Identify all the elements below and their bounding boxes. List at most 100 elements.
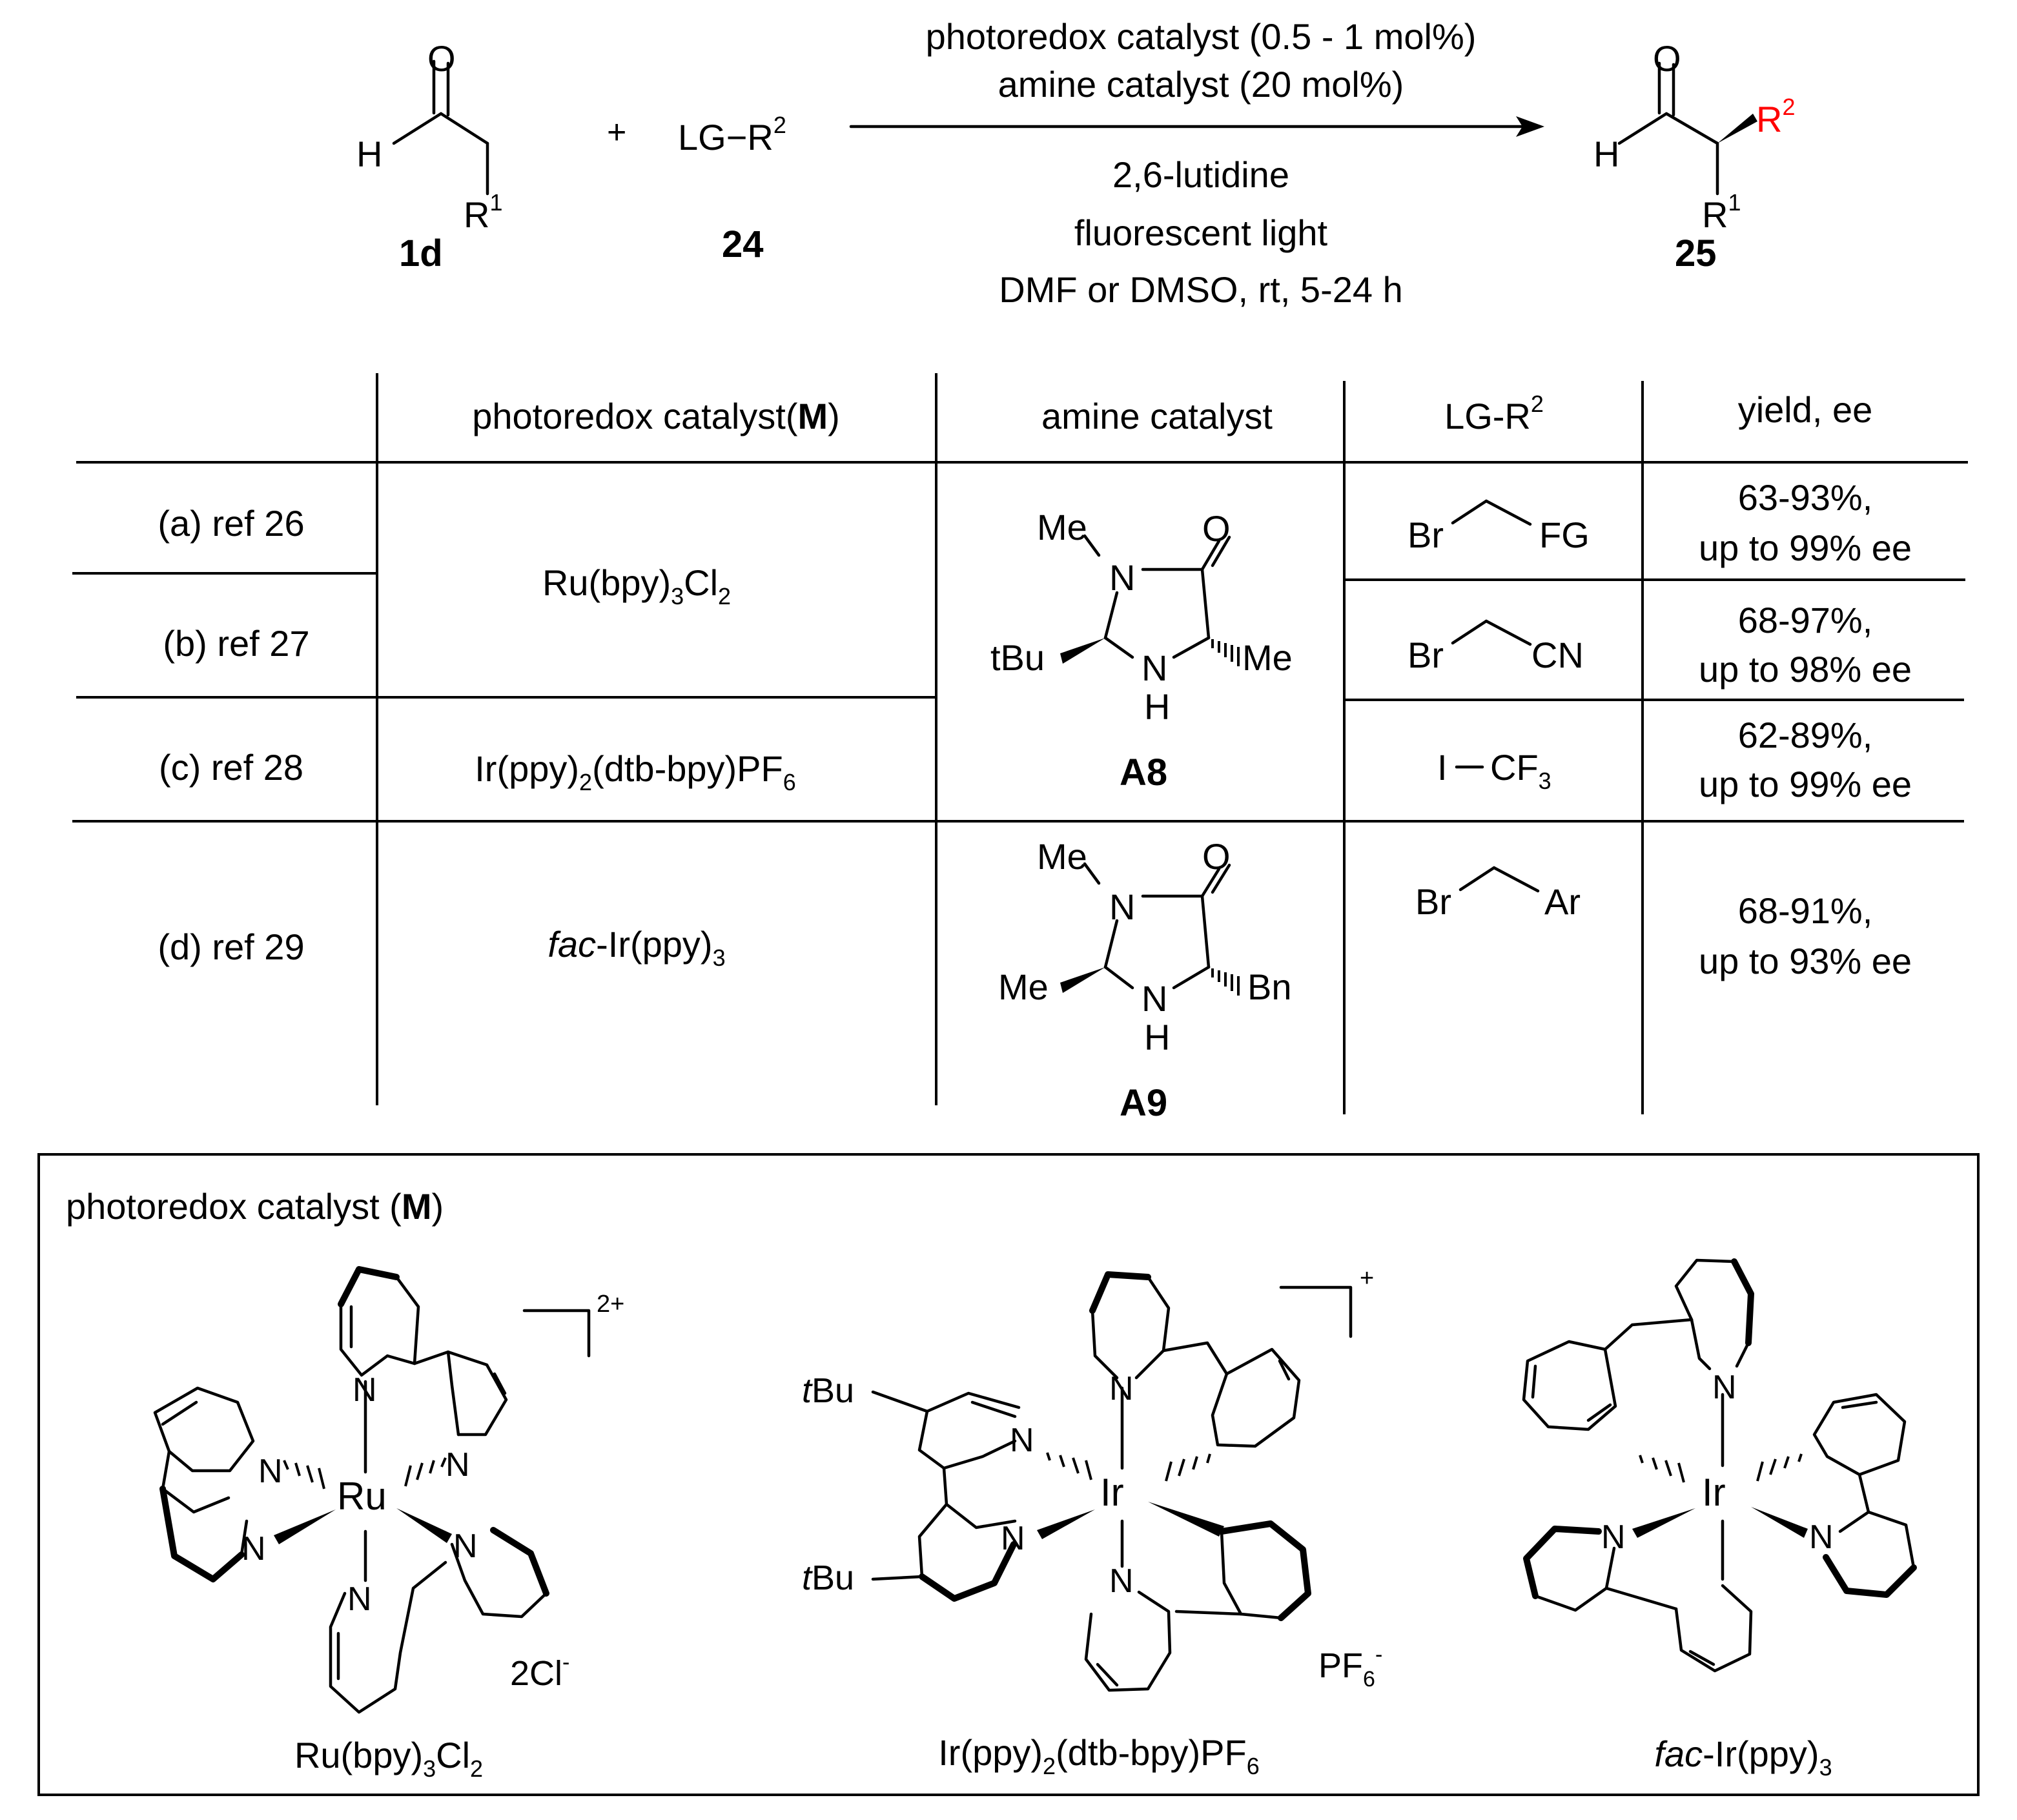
yield-c-line1: 62-89%, (1738, 715, 1873, 755)
hash-bonds-ru (283, 1457, 447, 1489)
ru-n-left-upper: N (258, 1453, 283, 1490)
reactant-aldehyde-1d: O H R1 1d (356, 38, 502, 274)
reaction-arrow (849, 116, 1544, 137)
conditions-table (72, 373, 1968, 1114)
ir-charge: + (1360, 1265, 1374, 1292)
carbonyl-oxygen: O (427, 38, 456, 79)
yield-a-line2: up to 99% ee (1699, 527, 1912, 568)
ru-n-left-lower: N (241, 1530, 266, 1568)
fac-metal-center: Ir (1702, 1471, 1726, 1514)
amine-structure-A8: Me N O tBu Me N H A8 (990, 507, 1293, 793)
product-r2-substituent: R2 (1756, 94, 1795, 139)
a9-benzyl: Bn (1247, 966, 1292, 1007)
ru-counterion: 2Cl- (510, 1650, 569, 1693)
row-ref-a: (a) ref 26 (158, 503, 304, 544)
box-title: photoredox catalyst (M) (66, 1186, 444, 1227)
a9-nitrogen-1: N (1109, 886, 1135, 927)
svg-text:Br: Br (1408, 515, 1444, 555)
svg-text:Br: Br (1408, 635, 1444, 675)
a8-methyl: Me (1242, 637, 1293, 678)
plus-sign: + (607, 114, 626, 151)
ir-n-bpy-lower: N (1001, 1520, 1025, 1557)
header-photoredox-catalyst: photoredox catalyst(M) (472, 396, 840, 436)
header-yield-ee: yield, ee (1738, 389, 1873, 430)
compound-label-25: 25 (1675, 232, 1717, 274)
fac-n-right: N (1809, 1518, 1834, 1556)
yield-d-line1: 68-91%, (1738, 890, 1873, 931)
product-carbonyl-oxygen: O (1653, 38, 1681, 79)
compound-label-1d: 1d (399, 232, 443, 274)
condition-light: fluorescent light (1074, 212, 1328, 253)
ru-bpy-complex-structure: Ru N N N N N N 2+ 2Cl- Ru(bpy)3Cl2 (153, 1266, 624, 1782)
fac-n-left: N (1601, 1518, 1626, 1556)
amine-label-A8: A8 (1120, 752, 1167, 793)
a8-hydrogen: H (1144, 686, 1170, 727)
product-r1-substituent: R1 (1702, 189, 1741, 235)
ir-n-top: N (1109, 1370, 1134, 1407)
product-aldehyde-hydrogen: H (1593, 134, 1619, 174)
hash-bonds-ir (1046, 1452, 1211, 1482)
header-amine-catalyst: amine catalyst (1041, 396, 1273, 436)
reactant-lg-r2: LG−R2 24 (678, 112, 786, 265)
ir-label: Ir(ppy)2(dtb-bpy)PF6 (938, 1732, 1260, 1779)
ir-tbu-upper: tBu (802, 1371, 854, 1410)
hash-bond-a9 (1211, 968, 1240, 996)
catalyst-structures-box (37, 1153, 1980, 1796)
hash-bond-a8 (1211, 639, 1240, 666)
r1-substituent: R1 (464, 189, 502, 235)
yield-d-line2: up to 93% ee (1699, 941, 1912, 981)
svg-text:CN: CN (1531, 635, 1584, 675)
product-aldehyde-25: O H R2 R1 25 (1593, 38, 1795, 274)
ru-metal-center: Ru (337, 1475, 387, 1518)
row-ref-c: (c) ref 28 (159, 747, 303, 788)
svg-text:CF3: CF3 (1490, 747, 1551, 794)
a9-methyl: Me (998, 966, 1049, 1007)
ir-n-bpy-upper: N (1010, 1422, 1034, 1459)
cell-catalyst-ru: Ru(bpy)3Cl2 (542, 562, 731, 609)
lg-cell-a: Br FG (1408, 499, 1590, 555)
condition-base: 2,6-lutidine (1112, 154, 1289, 195)
ir-counterion: PF6- (1318, 1642, 1382, 1692)
a8-nitrogen-2: N (1142, 648, 1167, 688)
ru-charge: 2+ (597, 1291, 624, 1318)
row-ref-b: (b) ref 27 (163, 623, 309, 664)
hash-bonds-fac (1639, 1453, 1803, 1483)
ru-n-right-lower: N (453, 1528, 478, 1565)
header-lg-r2: LG-R2 (1444, 391, 1544, 436)
amine-label-A9: A9 (1120, 1082, 1167, 1124)
yield-b-line1: 68-97%, (1738, 600, 1873, 640)
a8-nitrogen-1: N (1109, 557, 1135, 598)
ir-dtbbpy-complex-structure: Ir N N N N tBu tBu + PF6- Ir(ppy)2(dtb-b… (802, 1265, 1382, 1779)
fac-n-top: N (1712, 1369, 1737, 1406)
a9-carbonyl-oxygen: O (1202, 836, 1231, 877)
amine-structure-A9: Me N O Me Bn N H A9 (998, 836, 1292, 1124)
aldehyde-hydrogen: H (356, 134, 382, 174)
compound-label-24: 24 (722, 223, 764, 265)
yield-c-line2: up to 99% ee (1699, 764, 1912, 804)
a8-carbonyl-oxygen: O (1202, 508, 1231, 549)
lg-cell-b: Br CN (1408, 619, 1584, 675)
condition-solvent: DMF or DMSO, rt, 5-24 h (999, 269, 1402, 310)
a8-n-methyl: Me (1037, 507, 1087, 547)
yield-b-line2: up to 98% ee (1699, 649, 1912, 690)
a8-tert-butyl: tBu (990, 637, 1045, 678)
cell-catalyst-fac: fac-Ir(ppy)3 (548, 924, 725, 971)
svg-text:Br: Br (1415, 881, 1451, 922)
a9-n-methyl: Me (1037, 836, 1087, 877)
lg-cell-c: I CF3 (1437, 747, 1551, 794)
ru-n-bottom: N (347, 1580, 372, 1618)
lg-cell-d: Br Ar (1415, 866, 1581, 922)
ir-tbu-lower: tBu (802, 1559, 854, 1597)
ru-n-top: N (353, 1371, 377, 1409)
condition-amine: amine catalyst (20 mol%) (998, 64, 1404, 105)
fac-ir-ppy3-structure: Ir N N N fac-Ir(ppy)3 (1522, 1258, 1917, 1781)
condition-photoredox: photoredox catalyst (0.5 - 1 mol%) (926, 16, 1477, 57)
svg-text:Ar: Ar (1544, 881, 1581, 922)
a9-nitrogen-2: N (1142, 978, 1167, 1019)
svg-text:FG: FG (1539, 515, 1590, 555)
svg-text:I: I (1437, 747, 1448, 788)
cell-catalyst-ir: Ir(ppy)2(dtb-bpy)PF6 (475, 748, 796, 795)
yield-a-line1: 63-93%, (1738, 477, 1873, 518)
a9-hydrogen: H (1144, 1017, 1170, 1058)
